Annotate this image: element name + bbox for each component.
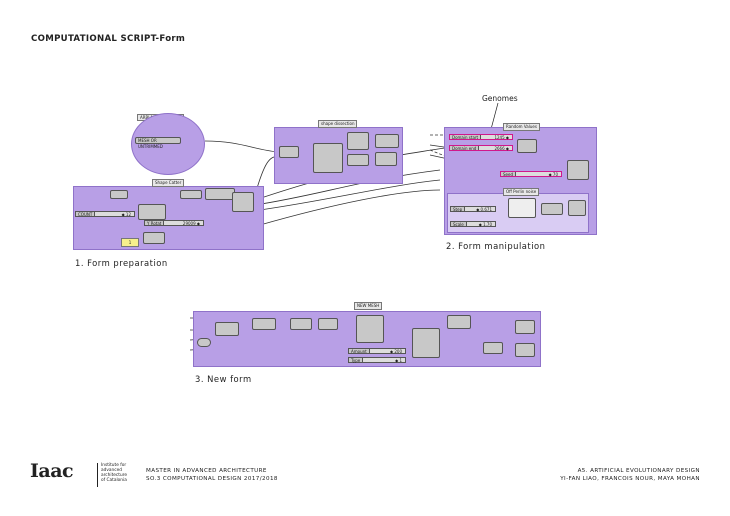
caption-form-manipulation: 2. Form manipulation (446, 241, 546, 251)
slider-value: ◆ 70 (548, 172, 558, 177)
value-panel[interactable]: 1 (121, 238, 139, 247)
component-node[interactable] (143, 232, 165, 244)
slider-value: ◆ 1.70 (478, 222, 492, 227)
slider-name: Type (349, 358, 364, 363)
component-node[interactable] (232, 192, 254, 212)
component-node[interactable] (515, 343, 535, 357)
slider-name: Step (451, 207, 466, 212)
slider-name: Domain start (450, 135, 482, 140)
component-node[interactable] (515, 320, 535, 334)
program-name: MASTER IN ADVANCED ARCHITECTURE (146, 468, 267, 474)
component-node[interactable] (110, 190, 128, 199)
slider-name: Scale (451, 222, 467, 227)
logo-divider (97, 463, 98, 487)
component-node[interactable] (567, 160, 589, 180)
component-node[interactable] (483, 342, 503, 354)
institute-line: Institute for (101, 463, 127, 468)
caption-form-preparation: 1. Form preparation (75, 258, 168, 268)
wire (259, 189, 441, 226)
component-node[interactable] (412, 328, 440, 358)
component-node[interactable] (205, 188, 235, 200)
domain-start-slider[interactable]: Domain start 1245 ◆ (449, 134, 513, 140)
wire (399, 147, 446, 156)
amount-slider[interactable]: Amount ◆ 200 (348, 348, 406, 354)
slider-value: ◆ 12 (121, 212, 131, 217)
slider-value: ◆ 200 (390, 349, 402, 354)
project-name: A5. ARTIFICIAL EVOLUTIONARY DESIGN (577, 468, 700, 474)
group-label-shape-dissection: shape dissection (318, 120, 358, 128)
slider-name: Y Rotat (145, 221, 165, 226)
component-node[interactable] (290, 318, 312, 330)
wire (204, 140, 279, 153)
slider-value: ◆ 0.671 (476, 207, 492, 212)
component-node[interactable] (568, 200, 586, 216)
slider-name: Seed (501, 172, 516, 177)
caption-new-form: 3. New form (195, 374, 252, 384)
slider-value: 1245 ◆ (494, 135, 509, 140)
component-node[interactable] (541, 203, 563, 215)
panel-value: 1 (128, 240, 132, 245)
component-node[interactable] (347, 154, 369, 166)
component-node[interactable] (197, 338, 211, 347)
component-node[interactable] (180, 190, 202, 199)
project-info: A5. ARTIFICIAL EVOLUTIONARY DESIGN YI-FA… (560, 468, 700, 483)
slider-value: 2666 ◆ (494, 146, 509, 151)
seed-slider[interactable]: Seed ◆ 70 (500, 171, 562, 177)
group-label-random-values: Random Values (503, 123, 540, 131)
component-node[interactable] (447, 315, 471, 329)
component-node[interactable] (252, 318, 276, 330)
slider-value: ◆ 1 (395, 358, 402, 363)
slider-value: 29009 ◆ (182, 221, 200, 226)
brep-group-circle (131, 113, 205, 175)
brep-parameter-label: MESH OR UNTRIMMED (138, 138, 163, 149)
institute-line: advanced (101, 468, 122, 473)
type-slider[interactable]: Type ◆ 1 (348, 357, 406, 363)
group-label-perlin: Off Perlin noise (503, 188, 540, 196)
component-node[interactable] (508, 198, 536, 218)
y-rotation-slider[interactable]: Y Rotat 29009 ◆ (144, 220, 204, 226)
step-slider[interactable]: Step ◆ 0.671 (450, 206, 496, 212)
slider-name: Amount (349, 349, 370, 354)
group-label-new-mesh: NEW MESH (354, 302, 383, 310)
wire (254, 169, 441, 206)
domain-end-slider[interactable]: Domain end 2666 ◆ (449, 145, 513, 151)
component-node[interactable] (517, 139, 537, 153)
group-label-shape-catter: Shape Catter (152, 179, 185, 187)
component-node[interactable] (375, 134, 399, 148)
course-name: SO.3 COMPUTATIONAL DESIGN 2017/2018 (146, 475, 278, 482)
scale-slider[interactable]: Scale ◆ 1.70 (450, 221, 496, 227)
component-node[interactable] (347, 132, 369, 150)
brep-parameter[interactable]: MESH OR UNTRIMMED (135, 137, 181, 149)
institute-name: Institute for advanced architecture of C… (101, 463, 127, 483)
component-node[interactable] (375, 152, 397, 166)
wire (259, 179, 441, 211)
component-node[interactable] (279, 146, 299, 158)
slider-name: Domain end (450, 146, 480, 151)
page-title: COMPUTATIONAL SCRIPT-Form (31, 34, 186, 44)
count-slider[interactable]: COUNT ◆ 12 (75, 211, 135, 217)
institute-line: architecture (101, 473, 127, 478)
authors: YI-FAN LIAO, FRANCOIS NOUR, MAYA MOHAN (560, 475, 700, 482)
component-node[interactable] (215, 322, 239, 336)
institute-line: of Catalonia (101, 478, 127, 483)
genomes-label: Genomes (482, 94, 518, 103)
component-node[interactable] (313, 143, 343, 173)
component-node[interactable] (138, 204, 166, 220)
component-node[interactable] (356, 315, 384, 343)
slider-name: COUNT (76, 212, 96, 217)
program-info: MASTER IN ADVANCED ARCHITECTURE SO.3 COM… (146, 468, 278, 483)
component-node[interactable] (318, 318, 338, 330)
iaac-logo: Iaac (30, 460, 74, 482)
